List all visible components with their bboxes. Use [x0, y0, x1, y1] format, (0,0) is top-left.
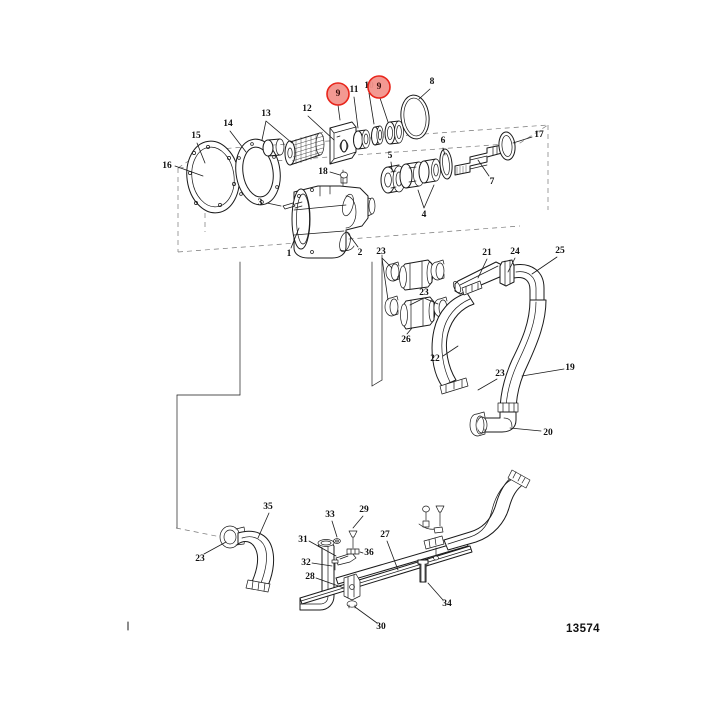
right-fittings-group [418, 505, 445, 561]
callout-24-21: 24 [510, 247, 520, 257]
callout-27-36: 27 [380, 530, 390, 540]
part-1-pump-body [291, 185, 376, 259]
clamp-23-elbow [469, 411, 486, 437]
leader-lines-bottom [203, 512, 444, 624]
highlight-circle[interactable] [326, 82, 350, 106]
part-15-cover-plate [186, 140, 240, 214]
part-27-tube [299, 539, 473, 611]
callout-1-15: 1 [287, 249, 292, 259]
part-9-seal-a [340, 139, 348, 153]
callout-21-20: 21 [482, 248, 492, 258]
callout-3-14: 3 [258, 198, 263, 208]
clamp-23-hose-mid [461, 280, 483, 296]
callout-33-32: 33 [325, 510, 335, 520]
part-29-screw [348, 530, 358, 549]
part-36-nut [346, 548, 360, 555]
bottom-right-hose [443, 469, 531, 551]
callout-23-27: 23 [195, 554, 205, 564]
callout-20-26: 20 [543, 428, 553, 438]
callout-number-layer: 1615141312111081776541831223232621242522… [162, 77, 575, 632]
part-8-o-ring [400, 94, 430, 140]
callout-35-28: 35 [263, 502, 273, 512]
part-17-o-ring [498, 131, 516, 161]
part-22-hose [431, 292, 475, 387]
highlighted-callout-9[interactable]: 9 [367, 75, 391, 99]
callout-34-37: 34 [442, 599, 452, 609]
callout-18-13: 18 [318, 167, 328, 177]
clamp-23-hose-lower-right [497, 402, 519, 413]
part-7-drive-shaft [454, 144, 503, 176]
callout-25-22: 25 [555, 246, 565, 256]
callout-28-31: 28 [305, 572, 315, 582]
part-2-pump-outlet [339, 245, 355, 252]
part-25-connector [513, 263, 545, 303]
part-35-hose [237, 530, 275, 593]
highlight-label: 9 [377, 82, 382, 92]
callout-13-3: 13 [261, 109, 271, 119]
callout-36-34: 36 [364, 548, 374, 558]
part-31-bracket [335, 552, 357, 566]
callout-5-11: 5 [388, 151, 393, 161]
leader-lines-top [174, 88, 533, 249]
part-30-nut [346, 600, 358, 609]
callout-31-29: 31 [298, 535, 308, 545]
drawing-part-number: 13574 [566, 623, 600, 635]
callout-26-19: 26 [401, 335, 411, 345]
part-10-washer [371, 125, 384, 146]
callout-22-23: 22 [430, 354, 440, 364]
callout-23-17: 23 [376, 247, 386, 257]
highlight-layer[interactable]: 99 [326, 75, 391, 106]
clamp-23-upper-right [430, 259, 445, 281]
part-11-spacer [353, 129, 371, 150]
callout-17-8: 17 [534, 130, 544, 140]
part-6-retaining-ring [439, 148, 453, 180]
callout-12-4: 12 [302, 104, 312, 114]
callout-29-33: 29 [359, 505, 369, 515]
part-9-seal-b [384, 120, 404, 145]
highlight-label: 9 [336, 89, 341, 99]
callout-4-12: 4 [422, 210, 427, 220]
callout-30-35: 30 [376, 622, 386, 632]
part-18-fitting [340, 171, 348, 184]
part-26-coupler-upper [399, 259, 434, 291]
callout-32-30: 32 [301, 558, 311, 568]
clamps-cluster-upper [385, 261, 400, 282]
callout-2-16: 2 [358, 248, 363, 258]
callout-6-10: 6 [441, 136, 446, 146]
leader-lines-middle [381, 256, 565, 432]
callout-19-25: 19 [565, 363, 575, 373]
part-19-hose [499, 299, 547, 413]
part-20-elbow-hose [476, 411, 517, 434]
callout-15-1: 15 [191, 131, 201, 141]
part-14-gasket [235, 138, 281, 206]
callout-11-5: 11 [350, 85, 359, 95]
highlighted-callout-9[interactable]: 9 [326, 82, 350, 106]
part-bushing [262, 138, 285, 157]
part-32-bolt [331, 559, 339, 571]
part-13-impeller [284, 131, 325, 166]
callout-8-7: 8 [430, 77, 435, 87]
callout-23-24: 23 [495, 369, 505, 379]
callout-23-18: 23 [419, 288, 429, 298]
part-4-bearing-assembly [399, 158, 441, 189]
part-3-screw [282, 201, 303, 210]
part-34-fitting [417, 559, 429, 583]
part-28-clamp [343, 573, 361, 601]
callout-14-2: 14 [223, 119, 233, 129]
clamp-23-lower-left [384, 295, 399, 317]
clamp-23-hose-lower-left [439, 377, 469, 395]
part-26-coupler-lower [400, 296, 436, 330]
highlight-circle[interactable] [367, 75, 391, 99]
callout-7-9: 7 [490, 177, 495, 187]
callout-16-0: 16 [162, 161, 172, 171]
part-33-washer [333, 538, 341, 544]
